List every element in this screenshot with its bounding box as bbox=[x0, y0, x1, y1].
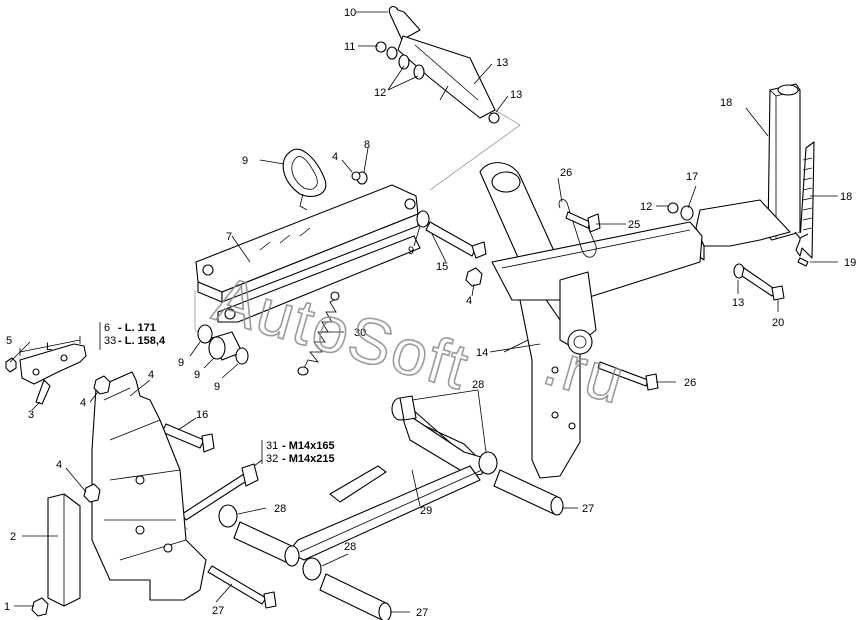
callout-7: 5 bbox=[6, 335, 12, 347]
callout-18-upper: 15 bbox=[436, 261, 448, 273]
spec-bolt-sizes: 31 - M14x165 32 - M14x215 bbox=[253, 440, 335, 467]
callout-4-upper: 4 bbox=[332, 151, 338, 163]
callout-4-left: 4 bbox=[80, 397, 86, 409]
spec-6-number: 6 bbox=[104, 322, 110, 334]
part-6-33-spacer-plate bbox=[19, 336, 87, 385]
callout-18-lower: 16 bbox=[196, 409, 208, 421]
part-24-pin bbox=[565, 211, 601, 233]
part-26-bolt-lower bbox=[207, 565, 277, 609]
callout-28-bottom: 28 bbox=[344, 541, 356, 553]
spec-31-size: - M14x165 bbox=[282, 440, 335, 452]
part-30-spring bbox=[297, 291, 340, 376]
callout-labels: 10 11 12 13 13 9 4 8 7 9 15 4 30 9 9 9 9… bbox=[4, 7, 856, 619]
part-12-13-washers-top bbox=[375, 41, 425, 80]
callout-27-lower: 27 bbox=[416, 607, 428, 619]
part-21-scale-strip bbox=[794, 141, 815, 259]
callout-13-top: 12 bbox=[374, 87, 386, 99]
callout-28-top: 28 bbox=[472, 379, 484, 391]
callout-4-lower: 4 bbox=[56, 459, 62, 471]
callout-9-left: 9 bbox=[178, 357, 184, 369]
callout-26-right: 26 bbox=[684, 377, 696, 389]
part-28-bushings bbox=[218, 395, 498, 581]
spec-6-length: - L. 171 bbox=[118, 322, 156, 334]
part-3-screw bbox=[35, 379, 51, 405]
callout-28-left: 28 bbox=[274, 503, 286, 515]
leader-lines bbox=[9, 11, 838, 613]
part-2-clamp-plate bbox=[47, 493, 81, 607]
callout-13-lower: 13 bbox=[732, 297, 744, 309]
callout-4-mid: 4 bbox=[466, 295, 472, 307]
callout-5: 4 bbox=[148, 369, 154, 381]
spec-32-number: 32 bbox=[266, 453, 278, 465]
spec-plate-length: 6 - L. 171 33 - L. 158,4 L bbox=[46, 322, 166, 353]
part-31-32-bolts bbox=[181, 463, 259, 521]
dimension-l-label: L bbox=[46, 341, 52, 353]
part-1-4-nuts-left bbox=[31, 375, 111, 617]
callout-29: 29 bbox=[420, 505, 432, 517]
callout-30: 30 bbox=[354, 327, 366, 339]
part-8-side-plates bbox=[195, 184, 421, 323]
callout-12-top: 11 bbox=[344, 41, 355, 53]
part-26-bolt-right bbox=[597, 361, 659, 391]
spec-32-size: - M14x215 bbox=[282, 453, 335, 465]
callout-22: 19 bbox=[844, 257, 856, 269]
watermark-brand: AutoSoft bbox=[206, 262, 477, 403]
callout-3: 3 bbox=[28, 409, 34, 421]
callout-9-upper: 8 bbox=[364, 139, 370, 151]
callout-24: 25 bbox=[628, 219, 640, 231]
callout-9-mid: 9 bbox=[408, 245, 414, 257]
callout-23: 20 bbox=[772, 317, 784, 329]
part-11-handle bbox=[282, 148, 327, 211]
callout-14: 10 bbox=[344, 7, 356, 19]
callout-16: 13 bbox=[510, 89, 522, 101]
spec-33-number: 33 bbox=[104, 335, 116, 347]
callout-8: 7 bbox=[226, 231, 232, 243]
spec-31-number: 31 bbox=[266, 440, 278, 452]
callout-9-lower: 9 bbox=[214, 381, 220, 393]
callout-12-right: 12 bbox=[640, 201, 652, 213]
part-17-main-frame bbox=[479, 162, 703, 479]
callout-25: 26 bbox=[560, 167, 572, 179]
callout-11: 9 bbox=[242, 155, 248, 167]
part-18-bolt-upper bbox=[425, 221, 487, 259]
callout-27-right: 27 bbox=[582, 503, 594, 515]
part-15-lever-bracket bbox=[388, 5, 500, 124]
callout-21: 18 bbox=[840, 191, 852, 203]
part-13-23-bolt-right bbox=[733, 263, 785, 301]
part-29-lower-arm bbox=[287, 401, 485, 561]
callout-10: 9 bbox=[194, 369, 200, 381]
part-4-nut-upper bbox=[465, 267, 483, 287]
callout-15: 13 bbox=[496, 57, 508, 69]
callout-19: 17 bbox=[686, 171, 698, 183]
spec-33-length: - L. 158,4 bbox=[118, 335, 166, 347]
callout-20: 18 bbox=[720, 97, 732, 109]
part-25-hairpin-clip bbox=[558, 199, 597, 258]
part-9-10-bushing-set bbox=[197, 171, 430, 365]
part-5-bracket-plates bbox=[91, 371, 207, 601]
part-22-screw bbox=[797, 257, 809, 267]
callout-17: 14 bbox=[476, 347, 488, 359]
callout-26-lower: 27 bbox=[212, 605, 224, 617]
part-27-tubes bbox=[233, 469, 564, 620]
callout-2: 2 bbox=[10, 531, 16, 543]
part-12-19-washers-right bbox=[667, 202, 694, 221]
callout-1: 1 bbox=[4, 601, 10, 613]
part-7-nut bbox=[5, 357, 17, 373]
part-20-upright-tube bbox=[695, 83, 801, 261]
